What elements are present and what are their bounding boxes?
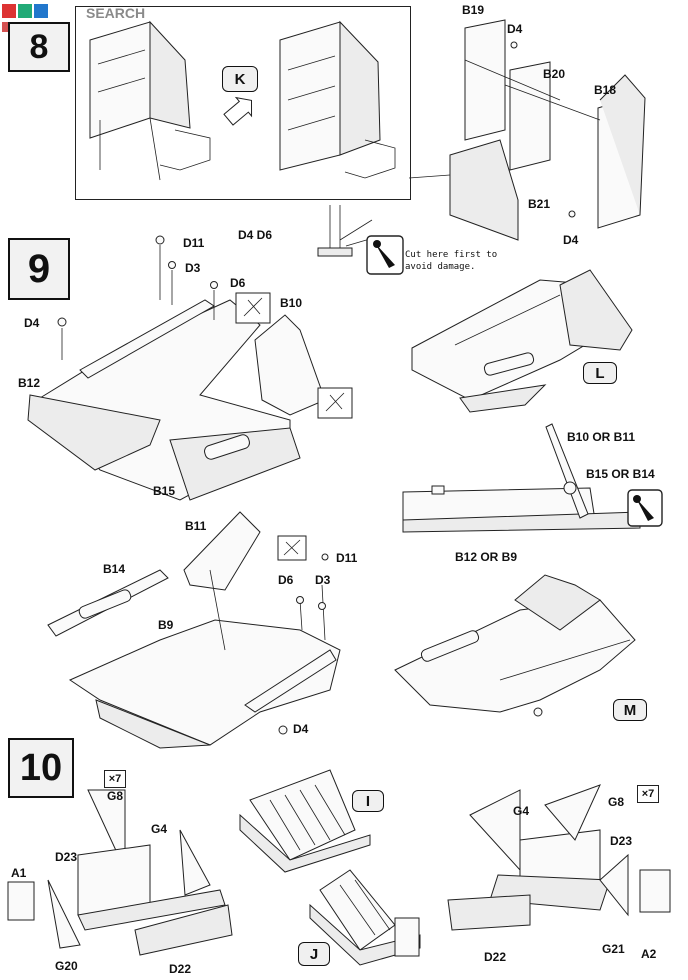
label-b18: B18 bbox=[594, 83, 617, 97]
label-d23-a: D23 bbox=[55, 850, 78, 864]
step-9-main-assembly bbox=[27, 235, 326, 501]
key-i: I bbox=[352, 790, 384, 812]
label-g4-a: G4 bbox=[151, 822, 168, 836]
label-d4-d6: D4 D6 bbox=[238, 228, 273, 242]
label-b21: B21 bbox=[528, 197, 551, 211]
label-b12: B12 bbox=[18, 376, 41, 390]
label-d4-b: D4 bbox=[293, 722, 309, 736]
label-g8-b: G8 bbox=[608, 795, 625, 809]
step-10-center-rack-j bbox=[309, 869, 421, 966]
label-g21: G21 bbox=[602, 942, 625, 956]
key-l: L bbox=[583, 362, 617, 384]
step-8-exploded-view bbox=[449, 19, 646, 241]
step-9-result-l bbox=[411, 269, 633, 413]
watermark-text: SEARCH bbox=[86, 5, 146, 21]
cut-note-line-2: avoid damage. bbox=[405, 262, 476, 272]
quantity-badge-a: ×7 bbox=[104, 770, 126, 788]
step-8-number: 8 bbox=[8, 22, 70, 72]
cut-note-line-1: Cut here first to bbox=[405, 250, 498, 260]
step-9-lower-assembly bbox=[47, 511, 341, 749]
key-j: J bbox=[298, 942, 330, 966]
step-10-number: 10 bbox=[8, 738, 74, 798]
label-b10-or-b11: B10 OR B11 bbox=[567, 430, 636, 444]
label-d22-a: D22 bbox=[169, 962, 192, 976]
label-b14: B14 bbox=[103, 562, 126, 576]
label-d11-b: D11 bbox=[336, 551, 358, 565]
label-g8-a: G8 bbox=[107, 789, 124, 803]
label-b9: B9 bbox=[158, 618, 174, 632]
step-9-side-view bbox=[402, 423, 641, 533]
step-10-left-group bbox=[7, 789, 233, 956]
key-m: M bbox=[613, 699, 647, 721]
label-d4-top: D4 bbox=[507, 22, 523, 36]
label-b10: B10 bbox=[280, 296, 303, 310]
step-10-right-group bbox=[447, 784, 671, 931]
step-9-result-m bbox=[394, 574, 636, 717]
label-d3-b: D3 bbox=[315, 573, 331, 587]
step-8-assembly-left bbox=[89, 20, 211, 181]
step-8-assembly-right bbox=[279, 20, 396, 179]
label-g4-b: G4 bbox=[513, 804, 530, 818]
quantity-badge-b: ×7 bbox=[637, 785, 659, 803]
label-a2: A2 bbox=[641, 947, 657, 961]
label-d22-b: D22 bbox=[484, 950, 507, 964]
nipper-cut-illustration bbox=[317, 205, 381, 257]
label-b19: B19 bbox=[462, 3, 485, 17]
label-b15-or-b14: B15 OR B14 bbox=[586, 467, 655, 481]
key-k: K bbox=[222, 66, 258, 92]
cut-note: Cut here first to avoid damage. bbox=[405, 249, 497, 273]
label-b11: B11 bbox=[185, 519, 207, 533]
label-d3-a: D3 bbox=[185, 261, 201, 275]
label-g20: G20 bbox=[55, 959, 78, 973]
step-9-number: 9 bbox=[8, 238, 70, 300]
label-d23-b: D23 bbox=[610, 834, 633, 848]
label-b20: B20 bbox=[543, 67, 566, 81]
label-d11-a: D11 bbox=[183, 236, 205, 250]
label-d6-a: D6 bbox=[230, 276, 246, 290]
label-d4-bottom: D4 bbox=[563, 233, 579, 247]
label-b15: B15 bbox=[153, 484, 176, 498]
label-b12-or-b9: B12 OR B9 bbox=[455, 550, 518, 564]
step-8-detail-frame bbox=[75, 6, 411, 200]
label-d6-b: D6 bbox=[278, 573, 294, 587]
label-a1: A1 bbox=[11, 866, 27, 880]
label-d4-a: D4 bbox=[24, 316, 40, 330]
step-10-center-rack-i bbox=[239, 769, 371, 873]
